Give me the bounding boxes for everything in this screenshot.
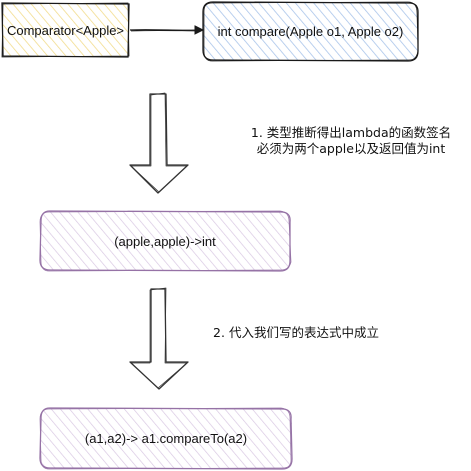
compare-method-label: int compare(Apple o1, Apple o2) — [217, 24, 404, 39]
lambda-expression-label: (a1,a2)-> a1.compareTo(a2) — [84, 431, 248, 446]
lambda-signature-box[interactable] — [39, 210, 292, 272]
comparator-label: Comparator<Apple> — [6, 22, 125, 38]
down-arrow-1 — [129, 92, 189, 194]
step1-note-line2: 必须为两个apple以及返回值为int — [256, 141, 446, 156]
compare-method-box[interactable] — [202, 1, 419, 62]
step1-note: 1. 类型推断得出lambda的函数签名 必须为两个apple以及返回值为int — [236, 125, 466, 157]
comparator-box[interactable] — [1, 2, 130, 58]
step2-note: 2. 代入我们写的表达式中成立 — [213, 325, 379, 340]
lambda-expression-box[interactable] — [39, 407, 293, 470]
connector-arrow — [129, 25, 205, 35]
step1-note-line1: 1. 类型推断得出lambda的函数签名 — [250, 125, 452, 140]
down-arrow-2 — [129, 287, 189, 390]
lambda-signature-label: (apple,apple)->int — [114, 233, 216, 249]
